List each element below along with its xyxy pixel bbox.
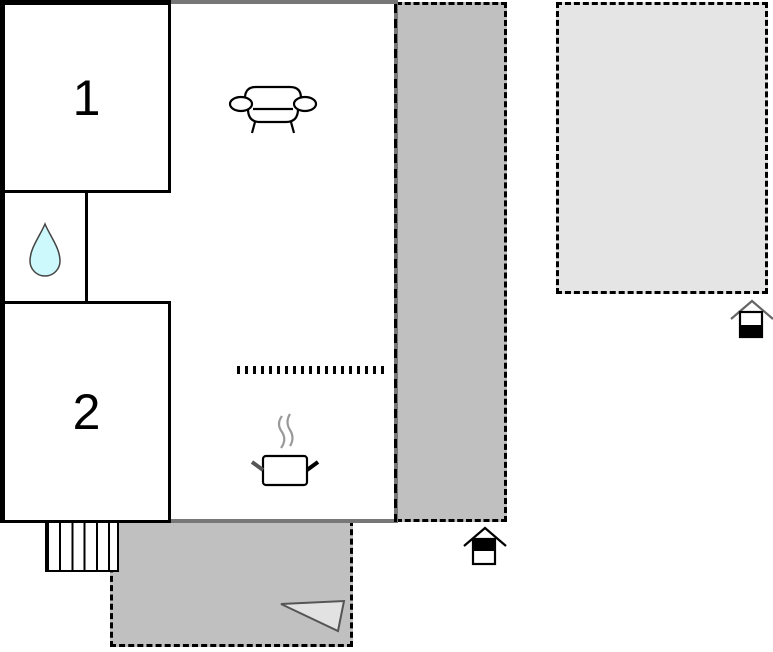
room-label: 1	[72, 69, 101, 126]
house-entrance-icon	[463, 526, 507, 566]
water-drop-icon	[29, 222, 61, 277]
covered-terrace-right	[396, 2, 507, 522]
garden-plot	[556, 2, 768, 294]
room-label: 2	[72, 384, 101, 440]
covered-terrace-bottom	[110, 520, 353, 647]
cooking-pot-icon	[250, 413, 320, 487]
kitchen-counter	[237, 366, 385, 374]
stairs	[45, 521, 119, 572]
sofa-icon	[228, 85, 318, 134]
triangle-marker-icon	[280, 599, 346, 633]
terrace-boundary	[394, 4, 397, 522]
bathroom	[2, 190, 88, 304]
bedroom-2: 2	[2, 301, 171, 523]
bedroom-1: 1	[2, 2, 171, 193]
house-entrance-icon	[730, 299, 773, 339]
